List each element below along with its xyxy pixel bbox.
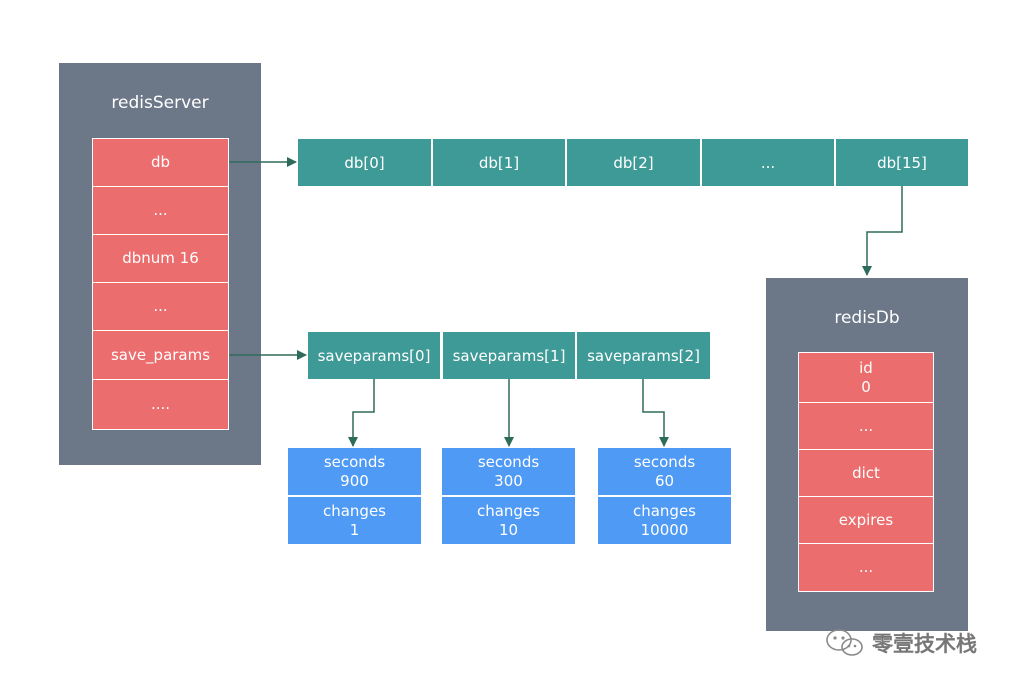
saveparams-item-1: saveparams[1]	[443, 332, 575, 379]
db-array-item-3: ...	[702, 139, 834, 186]
wechat-logo-icon	[826, 629, 863, 656]
saveparams-item-0: saveparams[0]	[308, 332, 440, 379]
redisdb-field-expires: expires	[798, 496, 934, 544]
server-field-ellipsis-1: ...	[92, 186, 229, 235]
saveparam-1-seconds: seconds 300	[442, 448, 575, 495]
arrow-db15-to-redisdb	[862, 186, 903, 276]
db-array-item-2: db[2]	[567, 139, 700, 186]
saveparam-2-changes: changes 10000	[598, 497, 731, 544]
saveparam-0-changes: changes 1	[288, 497, 421, 544]
saveparam-2-seconds: seconds 60	[598, 448, 731, 495]
redisdb-field-ellipsis-1: ...	[798, 402, 934, 450]
db-array-item-1: db[1]	[433, 139, 565, 186]
watermark-text: 零壹技术栈	[872, 632, 977, 656]
redis-server-title: redisServer	[111, 93, 209, 113]
saveparam-1-changes: changes 10	[442, 497, 575, 544]
saveparam-0-seconds: seconds 900	[288, 448, 421, 495]
redisdb-field-dict: dict	[798, 449, 934, 497]
saveparams-item-2: saveparams[2]	[577, 332, 710, 379]
arrow-saveparams0-to-struct	[348, 379, 375, 447]
server-field-ellipsis-2: ...	[92, 282, 229, 331]
redisdb-field-ellipsis-2: ...	[798, 543, 934, 592]
db-array-item-0: db[0]	[298, 139, 431, 186]
arrow-saveparams2-to-struct	[642, 379, 669, 447]
redis-db-title: redisDb	[834, 308, 900, 328]
server-field-dbnum: dbnum 16	[92, 234, 229, 283]
db-array-item-15: db[15]	[836, 139, 968, 186]
redisdb-field-id: id 0	[798, 352, 934, 403]
server-field-ellipsis-3: ....	[92, 379, 229, 430]
server-field-save-params: save_params	[92, 330, 229, 380]
